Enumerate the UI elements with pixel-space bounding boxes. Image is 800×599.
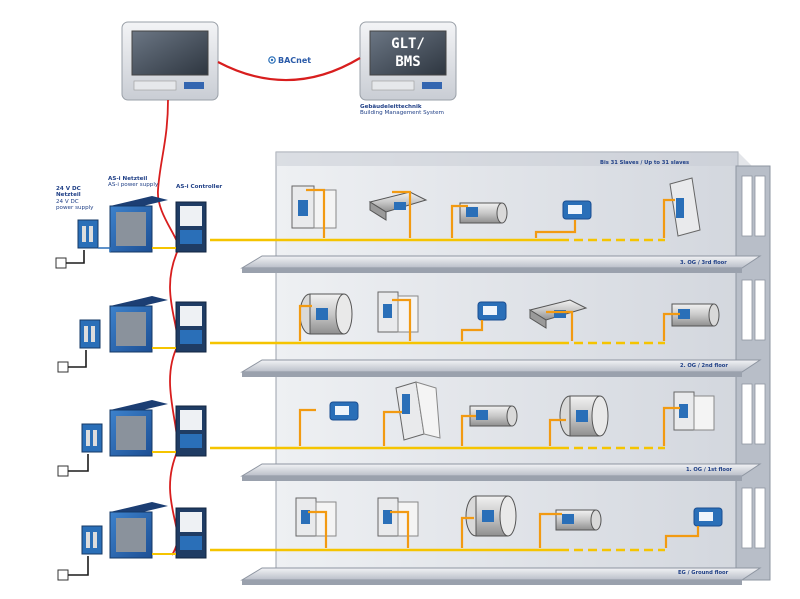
bms-caption-de: Gebäudeleittechnik: [360, 104, 422, 110]
asi-power-supply-label: AS-i Netzteil AS-i power supply: [108, 176, 158, 189]
ps24-line1: 24 V DC: [56, 186, 81, 192]
duct-device: [368, 191, 428, 221]
asi-power-supply: [109, 196, 168, 253]
floor-label-2nd: 2. OG / 2nd floor: [680, 363, 728, 369]
equipment-stack-2nd: [57, 296, 207, 373]
bms-screen-line2: BMS: [395, 54, 421, 70]
wall-socket-icon: [55, 257, 67, 269]
floor-1st: [210, 381, 715, 450]
floor-label-1st: 1. OG / 1st floor: [686, 467, 733, 473]
bacnet-logo-icon: [268, 56, 276, 64]
ps24-line4: power supply: [56, 205, 94, 212]
floor-3rd: [210, 177, 701, 242]
floor-label-ground: EG / Ground floor: [678, 570, 729, 576]
ps24-line2: Netzteil: [56, 192, 81, 199]
bms-screen-text: GLT/ BMS: [370, 35, 446, 71]
wall-socket-icon: [57, 569, 69, 581]
asi-controller: [175, 201, 207, 253]
bms-caption: Gebäudeleittechnik Building Management S…: [360, 104, 444, 117]
bacnet-label: BACnet: [278, 56, 312, 65]
sensor-device: [562, 200, 592, 220]
bms-screen-line1: GLT/: [391, 36, 425, 52]
floor-ground: [210, 495, 723, 552]
bms-panel: [359, 21, 457, 101]
floor-2nd: [210, 291, 720, 345]
asi-controller-label: AS-i Controller: [176, 184, 223, 190]
bacnet-cable: [217, 57, 361, 82]
slaves-note: Bis 31 Slaves / Up to 31 slaves: [600, 160, 690, 166]
floor-label-3rd: 3. OG / 3rd floor: [680, 260, 727, 266]
control-panel-left: [121, 21, 219, 101]
equipment-stack-1st: [57, 400, 207, 477]
round-duct-device: [459, 202, 508, 224]
wall-socket-icon: [57, 465, 69, 477]
bms-caption-en: Building Management System: [360, 110, 444, 117]
equipment-stack-ground: [57, 502, 207, 581]
ps24-line3: 24 V DC: [56, 198, 79, 205]
asi-ps-line2: AS-i power supply: [108, 182, 159, 189]
bacnet-riser-cable: [157, 99, 180, 556]
asi-ps-line1: AS-i Netzteil: [108, 176, 148, 182]
fire-damper-device: [669, 177, 701, 237]
damper-device: [291, 185, 337, 229]
power-supply-24v: [77, 219, 99, 249]
equipment-stack-3rd: [55, 196, 207, 269]
wall-socket-icon: [57, 361, 69, 373]
power-supply-24v-label: 24 V DC Netzteil 24 V DC power supply: [56, 186, 94, 212]
